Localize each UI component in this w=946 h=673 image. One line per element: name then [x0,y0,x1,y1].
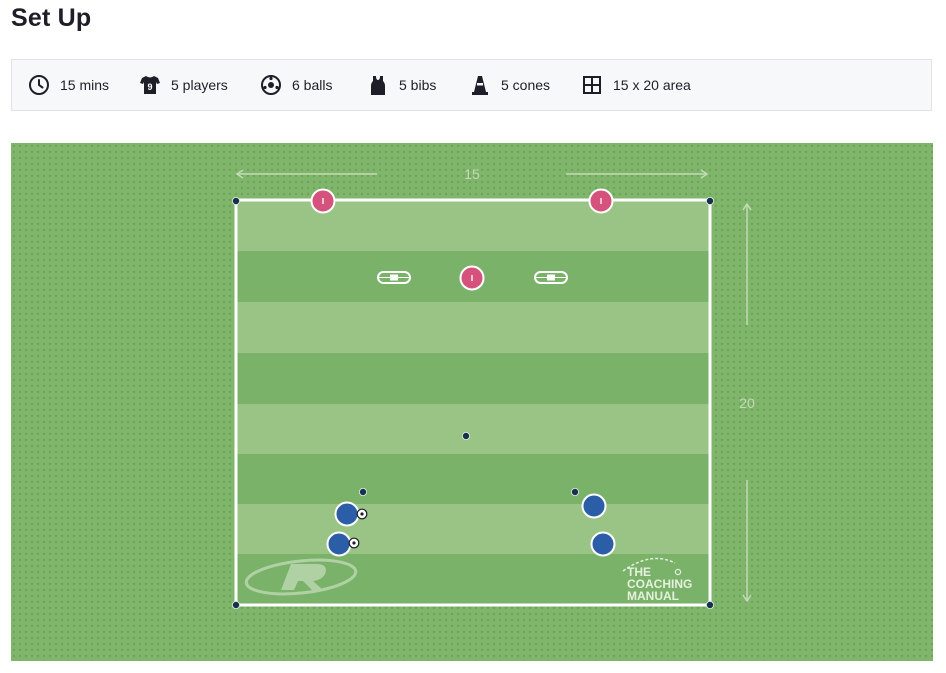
info-area-label: 15 x 20 area [613,77,691,93]
page-title: Set Up [11,4,92,32]
pitch-svg: 15 20 [11,143,933,661]
dimension-arrows [235,169,752,603]
info-players: 9 5 players [139,60,228,110]
height-arrow-bottom-head [742,594,752,603]
field-stripes [236,200,710,605]
watermark-line: THE [627,565,651,579]
info-bibs: 5 bibs [367,60,436,110]
shirt-icon: 9 [140,76,160,94]
height-label: 20 [739,395,755,411]
ball [356,508,368,520]
pitch-boundary [234,198,712,607]
info-cones-label: 5 cones [501,77,551,93]
info-balls-label: 6 balls [292,77,333,93]
info-balls: 6 balls [260,60,332,110]
cone-marker [571,487,580,496]
attacker-player [326,531,352,557]
attacker-player [334,501,360,527]
coaching-manual-watermark: THE COACHING MANUAL [622,557,692,603]
info-players-label: 5 players [171,77,228,93]
bib-icon [371,76,385,95]
cone-marker [706,197,715,206]
pitch-diagram: 15 20 [11,143,933,661]
club-logo [244,558,358,596]
clock-icon [29,75,49,95]
defender-player [588,188,614,214]
mini-goal [534,271,568,284]
attacker-player [590,531,616,557]
cone-marker [231,197,240,206]
area-icon [583,76,601,94]
stripe [236,302,710,353]
ball-icon [261,75,281,95]
width-label: 15 [464,166,480,182]
stripe [236,404,710,454]
info-duration: 15 mins [28,60,109,110]
shirt-number: 9 [147,82,152,92]
session-info-bar: 15 mins 9 5 players 6 balls 5 bibs 5 con… [11,59,932,111]
stripe [236,454,710,504]
corner-cones [231,197,715,609]
ball [348,537,360,549]
info-duration-label: 15 mins [60,77,110,93]
stripe [236,504,710,554]
stripe [236,353,710,404]
cone-marker [358,487,367,496]
inner-cones [358,431,580,496]
cone-icon [472,76,488,95]
defender-player [459,265,485,291]
width-arrow-right-head [700,169,709,179]
defender-player [310,188,336,214]
attacker-player [581,493,607,519]
watermark-line: COACHING [627,577,692,591]
width-arrow-left-head [235,169,244,179]
cone-marker [706,600,715,609]
watermark-line: MANUAL [627,589,679,603]
cone-marker [461,431,470,440]
height-arrow-top-head [742,202,752,211]
info-bibs-label: 5 bibs [399,77,437,93]
cone-marker [231,600,240,609]
info-cones: 5 cones [469,60,550,110]
stripe [236,200,710,251]
info-area: 15 x 20 area [581,60,691,110]
mini-goal [377,271,411,284]
